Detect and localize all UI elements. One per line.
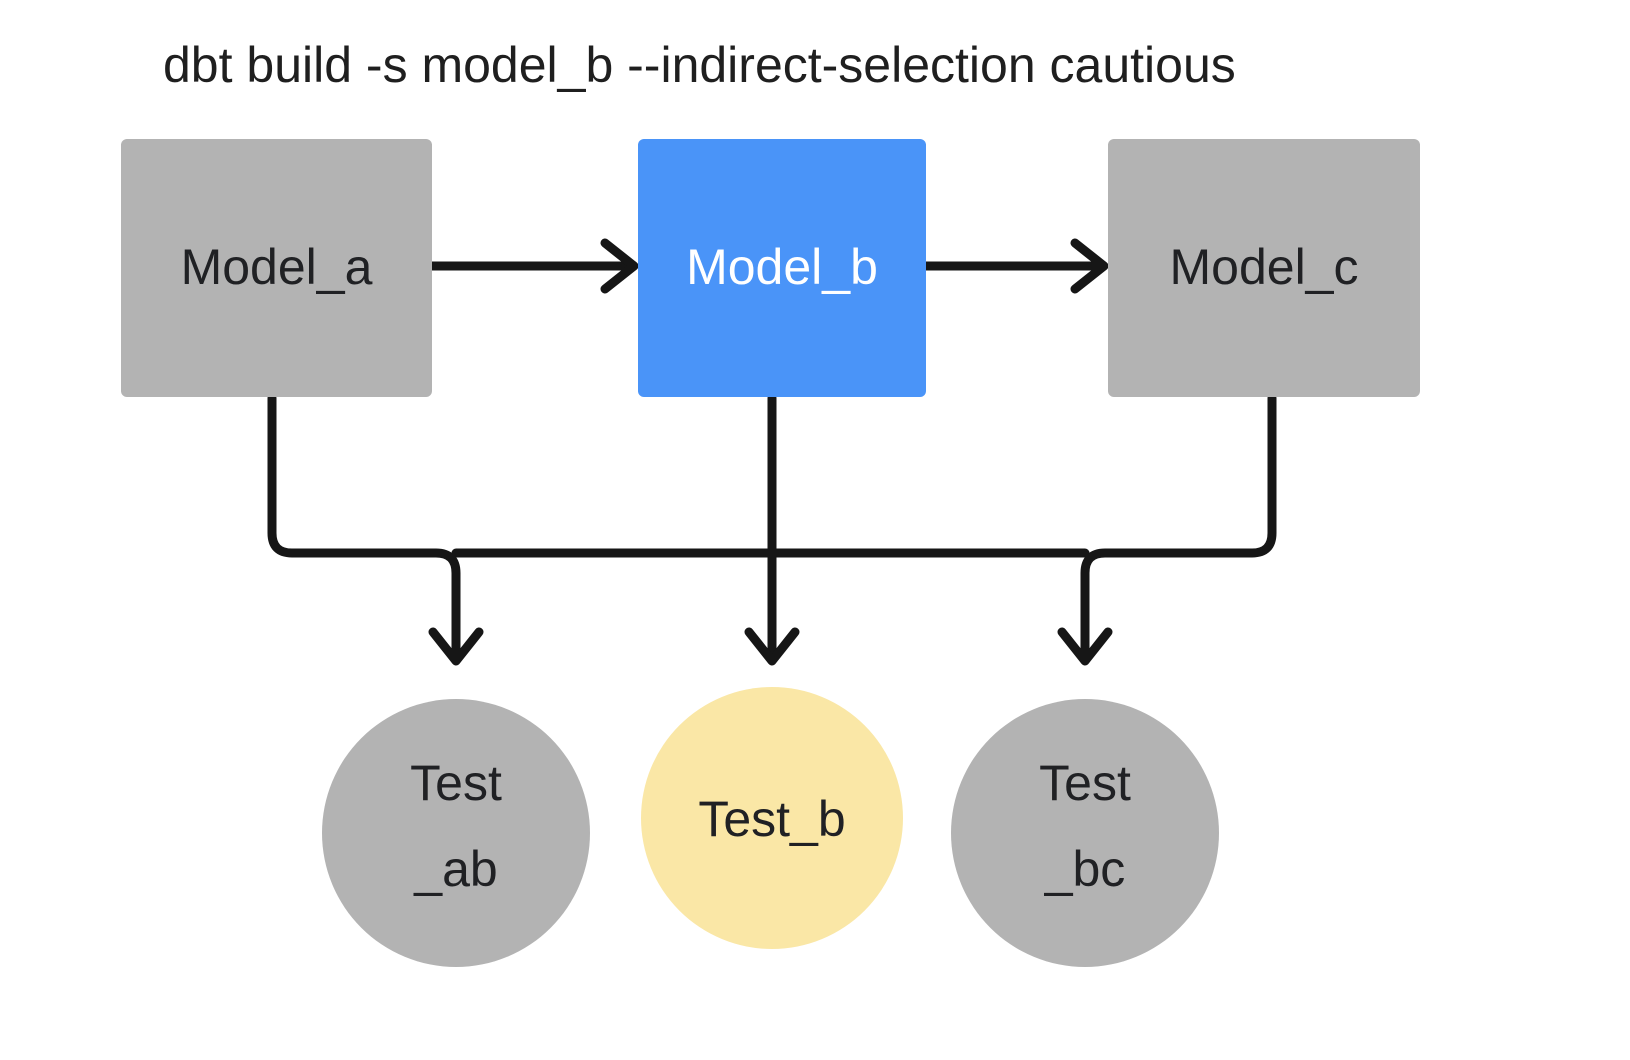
edge-model-a-to-model-b (427, 238, 639, 294)
model-c-box[interactable] (1108, 139, 1420, 397)
model-c-label: Model_c (1170, 239, 1359, 295)
page-title: dbt build -s model_b --indirect-selectio… (163, 37, 1236, 93)
node-test-ab[interactable]: Test _ab (322, 699, 590, 967)
test-b-label-line1: Test_b (698, 791, 845, 847)
edge-model-c-to-test-bc (1057, 393, 1277, 666)
test-ab-label-line2: _ab (413, 841, 497, 897)
test-ab-circle[interactable] (322, 699, 590, 967)
test-bc-label-line2: _bc (1044, 841, 1126, 897)
model-layer: Model_a Model_b Model_c (121, 139, 1420, 397)
edge-layer (267, 238, 1277, 666)
model-a-box[interactable] (121, 139, 432, 397)
node-test-b[interactable]: Test_b (641, 687, 903, 949)
test-b-circle[interactable] (641, 687, 903, 949)
test-layer: Test _ab Test_b Test _bc (322, 687, 1219, 967)
edge-model-b-to-model-c (921, 238, 1109, 294)
model-a-label: Model_a (181, 239, 373, 295)
model-b-label: Model_b (686, 239, 878, 295)
test-ab-label-line1: Test (410, 755, 502, 811)
node-model-c[interactable]: Model_c (1108, 139, 1420, 397)
node-model-b[interactable]: Model_b (638, 139, 926, 397)
edge-model-b-to-test-b (744, 393, 800, 666)
edge-model-a-to-test-ab (267, 393, 484, 666)
node-model-a[interactable]: Model_a (121, 139, 432, 397)
node-test-bc[interactable]: Test _bc (951, 699, 1219, 967)
test-bc-label-line1: Test (1039, 755, 1131, 811)
model-b-box[interactable] (638, 139, 926, 397)
test-bc-circle[interactable] (951, 699, 1219, 967)
